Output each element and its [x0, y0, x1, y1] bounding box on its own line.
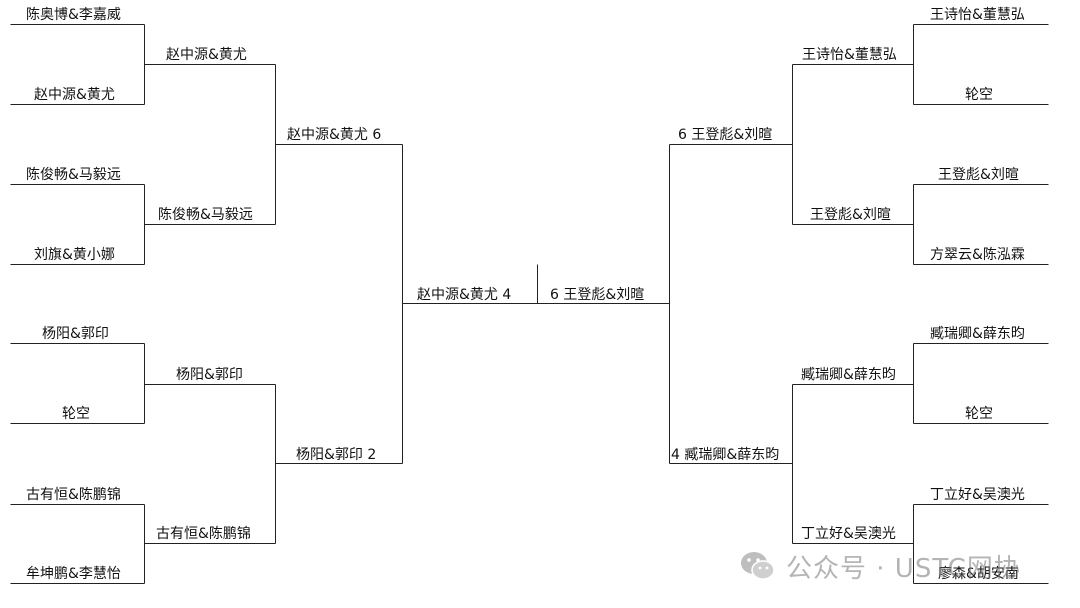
watermark-text: 公众号 · USTC网协 [786, 553, 1021, 584]
right-r2-entry-4: 丁立好&吴澳光 [801, 526, 896, 542]
right-final-entry: 6 王登彪&刘暄 [550, 287, 645, 303]
right-r3-entry-1: 6 王登彪&刘暄 [678, 127, 773, 143]
right-r1-entry-8: 廖森&胡安南 [938, 566, 1019, 582]
right-r1-entry-2: 轮空 [965, 87, 993, 103]
left-r1-entry-8: 牟坤鹏&李慧怡 [26, 566, 121, 582]
right-r1-entry-3: 王登彪&刘暄 [938, 167, 1019, 183]
right-r2-entry-1: 王诗怡&董慧弘 [802, 47, 897, 63]
left-r3-entry-2: 杨阳&郭印 2 [296, 447, 377, 463]
left-r1-entry-1: 陈奥博&李嘉威 [26, 7, 121, 23]
left-r1-entry-6: 轮空 [62, 406, 90, 422]
left-r1-entry-5: 杨阳&郭印 [42, 326, 109, 342]
right-r2-entry-3: 臧瑞卿&薛东昀 [801, 367, 896, 383]
wechat-icon [741, 552, 775, 580]
right-r2-entry-2: 王登彪&刘暄 [810, 207, 891, 223]
left-r1-entry-7: 古有恒&陈鹏锦 [26, 487, 121, 503]
left-r2-entry-3: 杨阳&郭印 [176, 367, 243, 383]
right-r1-entry-5: 臧瑞卿&薛东昀 [930, 326, 1025, 342]
left-r2-entry-1: 赵中源&黄尤 [166, 47, 247, 63]
right-r3-entry-2: 4 臧瑞卿&薛东昀 [671, 447, 780, 463]
left-r1-entry-2: 赵中源&黄尤 [34, 87, 115, 103]
left-r2-entry-4: 古有恒&陈鹏锦 [156, 526, 251, 542]
left-r1-entry-3: 陈俊畅&马毅远 [26, 167, 121, 183]
right-r1-entry-6: 轮空 [965, 406, 993, 422]
left-r2-entry-2: 陈俊畅&马毅远 [158, 207, 253, 223]
right-r1-entry-4: 方翠云&陈泓霖 [930, 247, 1025, 263]
left-r1-entry-4: 刘旗&黄小娜 [34, 247, 115, 263]
left-final-entry: 赵中源&黄尤 4 [417, 287, 512, 303]
right-r1-entry-1: 王诗怡&董慧弘 [930, 7, 1025, 23]
watermark: 公众号 · USTC网协 [738, 546, 1021, 586]
right-r1-entry-7: 丁立好&吴澳光 [930, 487, 1025, 503]
left-r3-entry-1: 赵中源&黄尤 6 [287, 127, 382, 143]
